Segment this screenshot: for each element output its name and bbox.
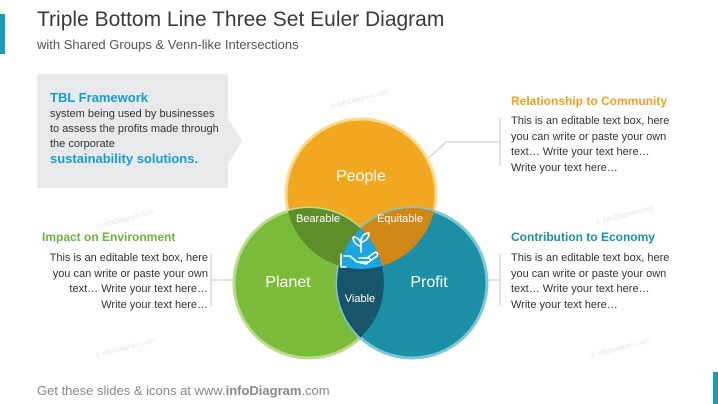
tbl-framework-box: [37, 74, 228, 188]
accent-bar-left: [0, 14, 5, 54]
economy-text-box[interactable]: This is an editable text box, here you c…: [511, 252, 670, 311]
intersection-equitable: [337, 208, 436, 269]
environment-heading: Impact on Environment: [42, 230, 176, 244]
tbl-framework-emphasis: sustainability solutions.: [50, 151, 199, 166]
footer-link[interactable]: Get these slides & icons at www.infoDiag…: [37, 383, 330, 398]
page-subtitle: with Shared Groups & Venn-like Intersect…: [37, 37, 299, 52]
connector-community: [419, 141, 500, 167]
label-planet: Planet: [265, 274, 311, 291]
hand-with-sprout-icon: [340, 232, 379, 268]
tbl-framework-heading: TBL Framework: [50, 90, 149, 105]
intersection-bearable: [286, 208, 384, 269]
label-viable: Viable: [344, 293, 376, 305]
tbl-framework-body: system being used by businesses to asses…: [50, 108, 219, 150]
label-profit: Profit: [410, 274, 448, 291]
community-text-box[interactable]: This is an editable text box, here you c…: [511, 115, 670, 174]
tbl-framework-arrow: [228, 118, 242, 164]
page-title: Triple Bottom Line Three Set Euler Diagr…: [37, 8, 445, 31]
community-heading: Relationship to Community: [511, 94, 667, 108]
label-people: People: [336, 168, 386, 185]
economy-heading: Contribution to Economy: [511, 230, 655, 244]
footer-prefix: Get these slides & icons at www.: [37, 383, 226, 398]
environment-text-box[interactable]: This is an editable text box, here you c…: [49, 252, 208, 311]
label-equitable: Equitable: [377, 213, 423, 225]
footer-brand: infoDiagram: [225, 383, 302, 398]
footer-suffix: .com: [301, 383, 330, 398]
accent-bar-right: [713, 372, 718, 404]
label-bearable: Bearable: [295, 213, 341, 225]
